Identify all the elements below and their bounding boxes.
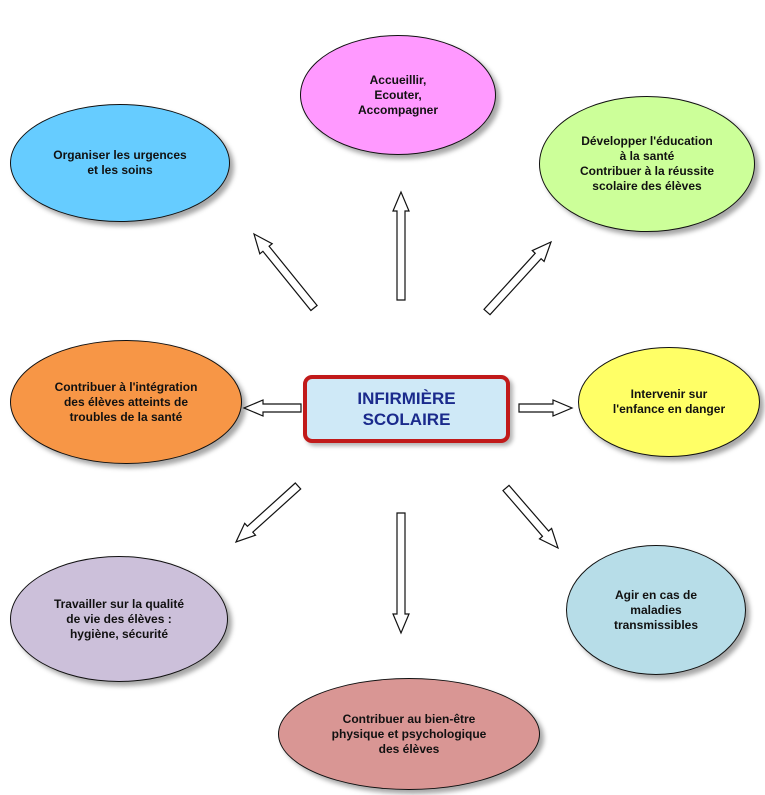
node-enfance: Intervenir sur l'enfance en danger bbox=[578, 347, 760, 457]
arrow-to-enfance bbox=[518, 399, 574, 417]
arrow-to-integration bbox=[242, 399, 302, 417]
arrow-to-accueillir bbox=[392, 190, 410, 301]
arrow-to-qualite bbox=[234, 482, 302, 544]
node-education: Développer l'éducation à la santé Contri… bbox=[539, 96, 755, 232]
node-maladies-label: Agir en cas de maladies transmissibles bbox=[613, 587, 699, 632]
node-education-label: Développer l'éducation à la santé Contri… bbox=[579, 134, 715, 193]
node-qualite-label: Travailler sur la qualité de vie des élè… bbox=[53, 596, 185, 641]
center-title: INFIRMIÈRE SCOLAIRE bbox=[357, 389, 456, 429]
arrow-to-bienetre bbox=[392, 512, 410, 635]
arrow-to-urgences bbox=[253, 232, 318, 312]
node-bienetre-label: Contribuer au bien-être physique et psyc… bbox=[331, 711, 487, 756]
center-node: INFIRMIÈRE SCOLAIRE bbox=[303, 375, 510, 443]
node-enfance-label: Intervenir sur l'enfance en danger bbox=[612, 387, 726, 416]
node-accueillir-label: Accueillir, Ecouter, Accompagner bbox=[357, 72, 439, 117]
node-urgences-label: Organiser les urgences et les soins bbox=[53, 148, 187, 177]
node-maladies: Agir en cas de maladies transmissibles bbox=[566, 545, 746, 675]
arrow-to-maladies bbox=[502, 484, 560, 550]
arrow-to-education bbox=[483, 240, 553, 316]
node-qualite: Travailler sur la qualité de vie des élè… bbox=[10, 556, 228, 682]
node-accueillir: Accueillir, Ecouter, Accompagner bbox=[300, 35, 496, 155]
node-bienetre: Contribuer au bien-être physique et psyc… bbox=[278, 678, 540, 790]
node-urgences: Organiser les urgences et les soins bbox=[10, 104, 230, 222]
node-integration: Contribuer à l'intégration des élèves at… bbox=[10, 340, 242, 464]
node-integration-label: Contribuer à l'intégration des élèves at… bbox=[54, 379, 198, 424]
